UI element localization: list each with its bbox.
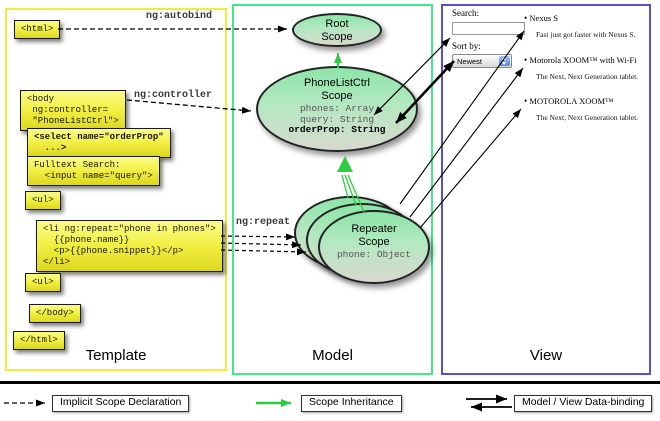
phone-item-desc: The Next, Next Generation tablet. (536, 72, 639, 81)
code-box-li-repeat: <li ng:repeat="phone in phones"> {{phone… (36, 220, 223, 272)
repeater-scope-title: Repeater Scope (351, 223, 397, 248)
phonelistctrl-scope-ellipse: PhoneListCtrl Scope phones: Array query:… (256, 66, 418, 152)
sort-select-value: Newest (457, 57, 483, 66)
ng-autobind-label: ng:autobind (146, 11, 213, 22)
code-box-html-open: <html> (14, 20, 61, 39)
template-panel-title: Template (85, 347, 147, 364)
sort-select[interactable]: Newest (452, 54, 512, 68)
legend-model-view-databinding: Model / View Data-binding (514, 395, 653, 412)
code-box-body-close: </body> (29, 304, 81, 323)
phone-item-desc: The Next, Next Generation tablet. (536, 113, 639, 122)
phone-item-name: MOTOROLA XOOM™ (524, 96, 613, 106)
model-panel-title: Model (312, 347, 353, 364)
phonelistctrl-scope-title: PhoneListCtrl Scope (303, 77, 371, 102)
legend-implicit-scope-declaration: Implicit Scope Declaration (52, 395, 190, 412)
legend-separator-line (0, 381, 660, 384)
ng-repeat-label: ng:repeat (236, 217, 291, 228)
sort-by-label: Sort by: (452, 41, 481, 51)
repeater-scope-ellipse-front: Repeater Scope phone: Object (318, 210, 430, 284)
phonelistctrl-scope-orderprop: orderProp: String (288, 124, 386, 135)
code-box-ul-close: <ul> (25, 273, 61, 292)
phone-item-name: Nexus S (524, 13, 558, 23)
repeater-scope-prop: phone: Object (336, 249, 412, 260)
code-box-body-open: <body ng:controller= "PhoneListCtrl"> (20, 90, 126, 131)
root-scope-title: Root Scope (321, 18, 353, 43)
legend-scope-inheritance: Scope Inheritance (301, 395, 402, 412)
phone-item-name: Motorola XOOM™ with Wi-Fi (524, 55, 636, 65)
search-label: Search: (452, 8, 479, 18)
search-input[interactable] (452, 22, 525, 35)
code-box-html-close: </html> (13, 331, 65, 350)
code-box-ul-open: <ul> (25, 191, 61, 210)
code-box-fulltext-search: Fulltext Search: <input name="query"> (27, 156, 160, 186)
root-scope-ellipse: Root Scope (292, 13, 382, 47)
select-stepper-icon (499, 56, 510, 66)
code-box-select: <select name="orderProp" ...> (27, 128, 171, 158)
phonelistctrl-scope-props: phones: Array query: String (299, 103, 375, 125)
view-panel-title: View (529, 347, 563, 364)
model-panel (232, 4, 433, 375)
ng-controller-label: ng:controller (134, 90, 213, 101)
phone-item-desc: Fast just got faster with Nexus S. (536, 30, 636, 39)
